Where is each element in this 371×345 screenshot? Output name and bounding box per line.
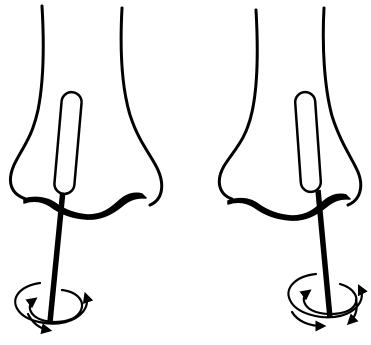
right-nose-bridge-left-line [219, 10, 257, 199]
left-rotation-arrow-inner [30, 290, 82, 322]
right-panel [219, 8, 361, 326]
right-nostril-curve [228, 194, 350, 220]
left-nostril-curve [24, 193, 146, 219]
right-nose-bridge-right-line [323, 8, 360, 205]
right-swab-tip [295, 91, 322, 192]
left-nose-bridge-left-line [10, 6, 43, 199]
left-panel [10, 6, 161, 330]
left-swab-tip [54, 91, 83, 194]
left-nose-bridge-right-line [121, 8, 162, 205]
